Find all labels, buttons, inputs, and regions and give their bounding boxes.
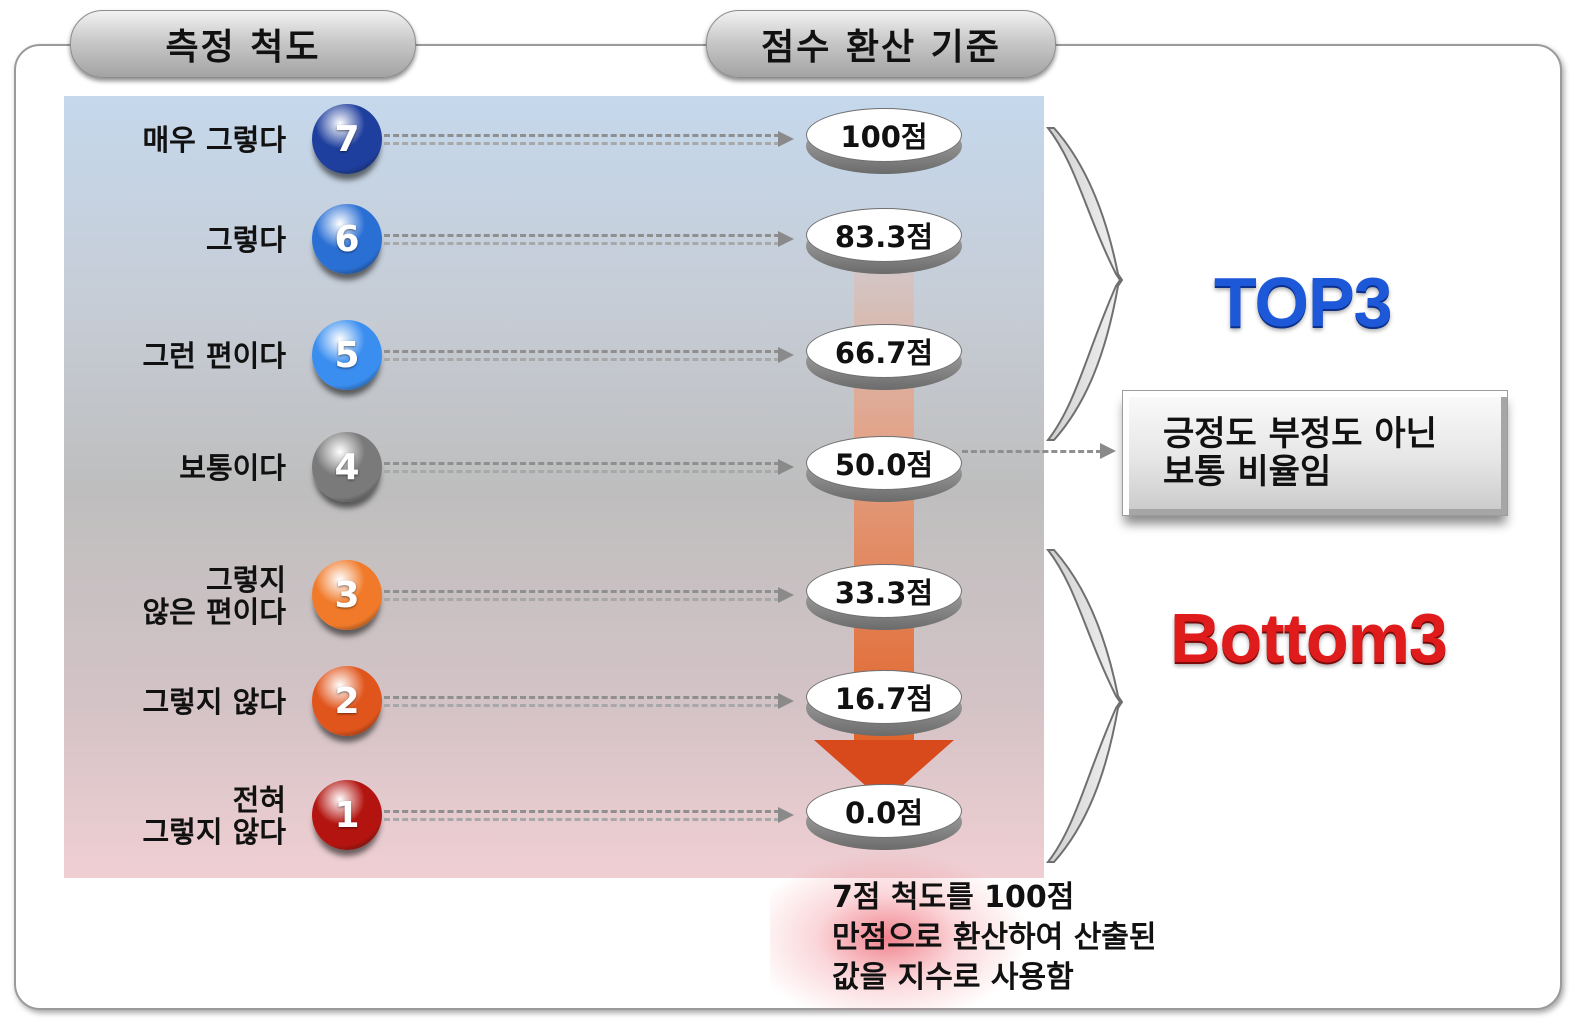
connector-arrowhead (778, 347, 794, 363)
scale-row: 매우 그렇다 7 100점 (0, 100, 1000, 180)
scale-number-ball: 2 (312, 666, 382, 736)
connector-line (384, 590, 780, 593)
score-disc: 16.7점 (806, 670, 962, 724)
scale-label-wrap: 보통이다 (0, 428, 286, 508)
footnote-burst (770, 850, 1030, 1010)
connector-line (384, 350, 780, 353)
top3-label: TOP3 (1214, 263, 1393, 341)
scale-label-wrap: 그렇지 않은 편이다 (0, 556, 287, 636)
conversion-header: 점수 환산 기준 (706, 10, 1056, 78)
score-disc: 50.0점 (806, 436, 962, 490)
scale-label: 매우 그렇다 (142, 123, 287, 157)
scale-row: 보통이다 4 50.0점 (0, 428, 1000, 508)
scale-label: 그렇다 (205, 223, 286, 257)
connector-line (384, 462, 780, 465)
connector-arrowhead (778, 459, 794, 475)
scale-row: 전혀 그렇지 않다 1 0.0점 (0, 776, 1000, 856)
scale-number-ball: 5 (312, 320, 382, 390)
connector-line (384, 234, 780, 237)
connector-line-shadow (384, 358, 780, 361)
connector-arrowhead (778, 231, 794, 247)
neutral-connector (962, 450, 1102, 453)
neutral-note-text: 긍정도 부정도 아닌 보통 비율임 (1163, 414, 1437, 492)
scale-number-ball: 3 (312, 560, 382, 630)
score-disc: 100점 (806, 108, 962, 162)
scale-label: 그런 편이다 (142, 339, 287, 373)
scale-label: 보통이다 (179, 451, 286, 485)
scale-label: 그렇지 않은 편이다 (142, 563, 287, 629)
scale-row: 그렇지 않다 2 16.7점 (0, 662, 1000, 742)
connector-line-shadow (384, 242, 780, 245)
connector-line-shadow (384, 470, 780, 473)
connector-arrowhead (778, 131, 794, 147)
connector-line (384, 696, 780, 699)
scale-label: 그렇지 않다 (142, 685, 287, 719)
scale-number-ball: 7 (312, 104, 382, 174)
scale-number-ball: 1 (312, 780, 382, 850)
scale-label-wrap: 매우 그렇다 (0, 100, 287, 180)
footnote-text: 7점 척도를 100점 만점으로 환산하여 산출된 값을 지수로 사용함 (832, 880, 1157, 995)
neutral-note-box: 긍정도 부정도 아닌 보통 비율임 (1122, 390, 1508, 516)
connector-line (384, 134, 780, 137)
scale-row: 그렇지 않은 편이다 3 33.3점 (0, 556, 1000, 636)
scale-header: 측정 척도 (70, 10, 416, 78)
score-disc: 83.3점 (806, 208, 962, 262)
scale-label-wrap: 그런 편이다 (0, 316, 287, 396)
bottom3-label: Bottom3 (1170, 599, 1448, 677)
neutral-arrowhead (1100, 443, 1116, 459)
scale-label-wrap: 전혀 그렇지 않다 (0, 776, 287, 856)
scale-number-ball: 4 (312, 432, 382, 502)
scale-label-wrap: 그렇지 않다 (0, 662, 287, 742)
scale-label: 전혀 그렇지 않다 (142, 783, 287, 849)
connector-line (384, 810, 780, 813)
top-brace (1046, 127, 1124, 441)
scale-label-wrap: 그렇다 (0, 200, 286, 280)
connector-arrowhead (778, 587, 794, 603)
connector-line-shadow (384, 704, 780, 707)
connector-arrowhead (778, 693, 794, 709)
bottom-brace (1046, 549, 1124, 863)
connector-arrowhead (778, 807, 794, 823)
scale-row: 그런 편이다 5 66.7점 (0, 316, 1000, 396)
score-disc: 0.0점 (806, 784, 962, 838)
connector-line-shadow (384, 818, 780, 821)
scale-row: 그렇다 6 83.3점 (0, 200, 1000, 280)
connector-line-shadow (384, 142, 780, 145)
score-disc: 33.3점 (806, 564, 962, 618)
connector-line-shadow (384, 598, 780, 601)
scale-number-ball: 6 (312, 204, 382, 274)
score-disc: 66.7점 (806, 324, 962, 378)
